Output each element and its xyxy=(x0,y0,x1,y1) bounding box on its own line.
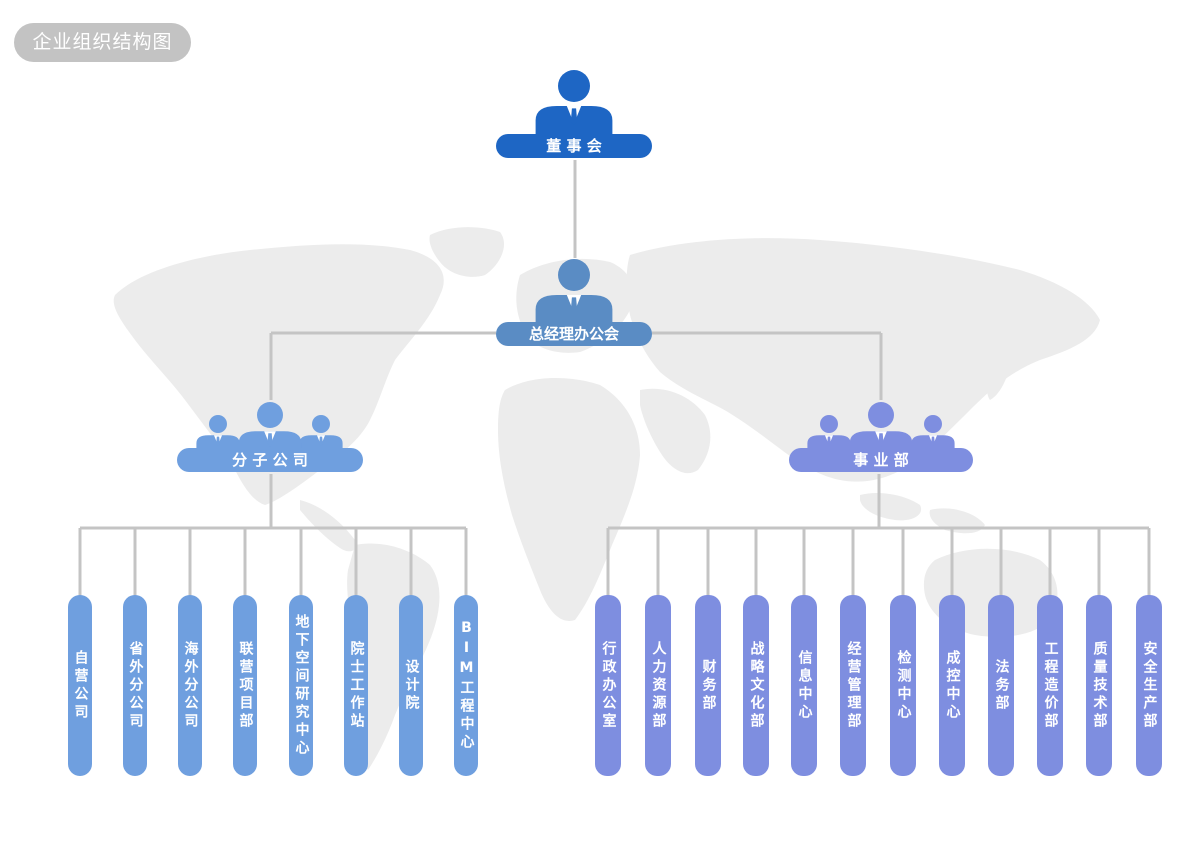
unit-label: 设计院 xyxy=(403,658,420,713)
chart-title: 企业组织结构图 xyxy=(14,23,191,62)
branch-unit-8: BIM工程中心 xyxy=(454,595,478,776)
branch-person-icon-left xyxy=(196,415,240,453)
business-person-icon-right xyxy=(911,415,955,453)
business-unit-1: 行政办公室 xyxy=(595,595,621,776)
business-unit-9: 法务部 xyxy=(988,595,1014,776)
branch-node-label: 分 子 公 司 xyxy=(232,451,308,469)
branch-unit-7: 设计院 xyxy=(399,595,423,776)
gm-office-node-label: 总经理办公会 xyxy=(528,325,619,343)
branch-unit-4: 联营项目部 xyxy=(233,595,257,776)
business-unit-6: 经营管理部 xyxy=(840,595,866,776)
business-person-icon-left xyxy=(807,415,851,453)
unit-label: 质量技术部 xyxy=(1091,640,1108,731)
business-unit-12: 安全生产部 xyxy=(1136,595,1162,776)
branch-unit-1: 自营公司 xyxy=(68,595,92,776)
unit-label: 自营公司 xyxy=(72,649,89,722)
unit-label: 联营项目部 xyxy=(237,640,254,731)
business-unit-2: 人力资源部 xyxy=(645,595,671,776)
business-unit-8: 成控中心 xyxy=(939,595,965,776)
board-node-label: 董 事 会 xyxy=(546,137,602,155)
unit-label: 院士工作站 xyxy=(348,640,365,731)
unit-label: 海外分公司 xyxy=(182,640,199,731)
unit-label: 信息中心 xyxy=(796,649,813,722)
business-unit-4: 战略文化部 xyxy=(743,595,769,776)
unit-label: BIM工程中心 xyxy=(458,619,475,752)
unit-label: 检测中心 xyxy=(895,649,912,722)
branch-node-bar xyxy=(177,448,363,472)
unit-label: 人力资源部 xyxy=(650,640,667,731)
gm-office-node-bar xyxy=(496,322,652,346)
unit-label: 财务部 xyxy=(700,658,717,713)
business-unit-3: 财务部 xyxy=(695,595,721,776)
branch-unit-2: 省外分公司 xyxy=(123,595,147,776)
unit-label: 省外分公司 xyxy=(127,640,144,731)
unit-label: 工程造价部 xyxy=(1042,640,1059,731)
business-unit-5: 信息中心 xyxy=(791,595,817,776)
unit-label: 战略文化部 xyxy=(748,640,765,731)
business-unit-7: 检测中心 xyxy=(890,595,916,776)
unit-label: 经营管理部 xyxy=(845,640,862,731)
unit-label: 行政办公室 xyxy=(600,640,617,731)
branch-person-icon-right xyxy=(299,415,343,453)
unit-label: 法务部 xyxy=(993,658,1010,713)
unit-label: 地下空间研究中心 xyxy=(293,613,310,758)
board-node-bar xyxy=(496,134,652,158)
business-unit-10: 工程造价部 xyxy=(1037,595,1063,776)
unit-label: 安全生产部 xyxy=(1141,640,1158,731)
board-person-icon xyxy=(535,70,613,137)
branch-unit-6: 院士工作站 xyxy=(344,595,368,776)
unit-label: 成控中心 xyxy=(944,649,961,722)
gm-office-person-icon xyxy=(535,259,613,326)
branch-unit-5: 地下空间研究中心 xyxy=(289,595,313,776)
business-node-bar xyxy=(789,448,973,472)
business-unit-11: 质量技术部 xyxy=(1086,595,1112,776)
branch-unit-3: 海外分公司 xyxy=(178,595,202,776)
business-node-label: 事 业 部 xyxy=(853,451,909,469)
